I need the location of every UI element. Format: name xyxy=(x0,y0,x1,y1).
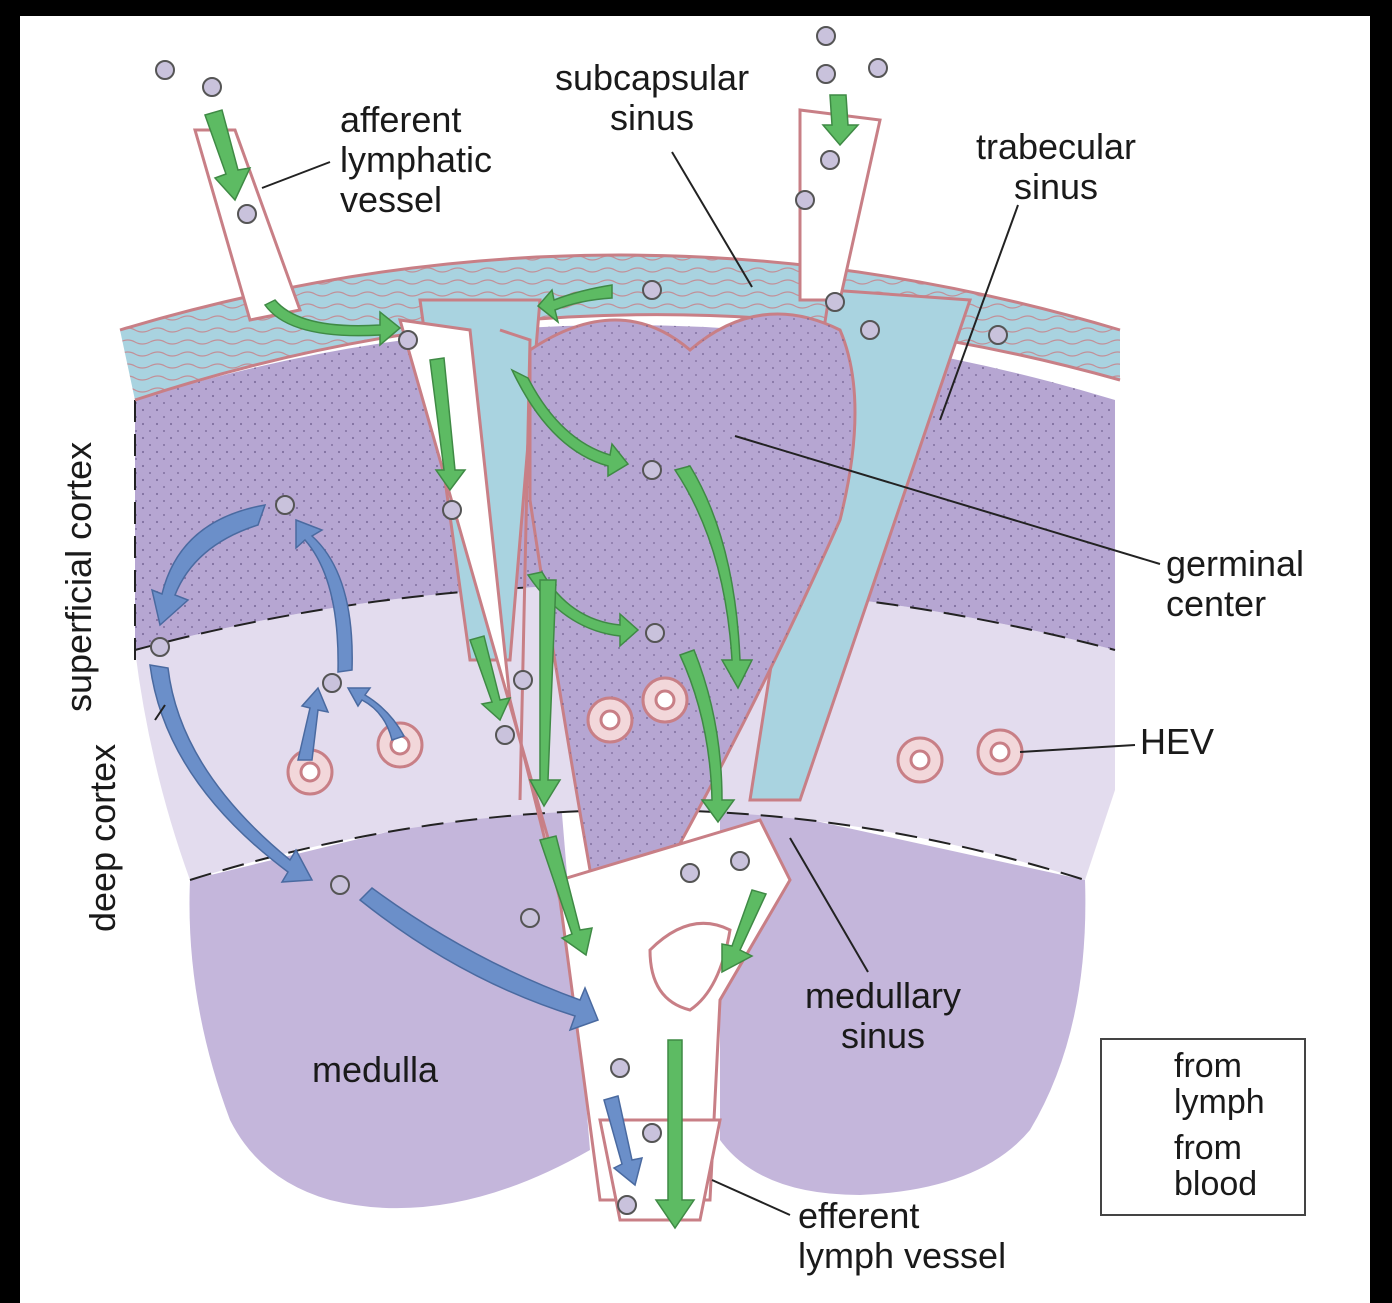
label-medullary-line2: sinus xyxy=(770,1016,996,1056)
legend-lymph-line2: lymph xyxy=(1174,1084,1265,1120)
label-afferent-lymphatic-vessel: afferent lymphatic vessel xyxy=(340,100,492,220)
label-germinal-line2: center xyxy=(1166,584,1304,624)
afferent-vessel-left xyxy=(195,130,300,320)
legend-lymph-line1: from xyxy=(1174,1048,1265,1084)
label-efferent-lymph-vessel: efferent lymph vessel xyxy=(798,1196,1006,1276)
label-medullary-line1: medullary xyxy=(770,976,996,1016)
label-deep-cortex: deep cortex xyxy=(82,744,124,932)
label-subcapsular-line1: subcapsular xyxy=(512,58,792,98)
legend: from lymph from blood xyxy=(1100,1038,1306,1216)
label-afferent-line3: vessel xyxy=(340,180,492,220)
legend-blood-line1: from xyxy=(1174,1130,1257,1166)
label-medullary-sinus: medullary sinus xyxy=(770,976,996,1056)
label-medulla: medulla xyxy=(312,1050,438,1090)
label-germinal-center: germinal center xyxy=(1166,544,1304,624)
label-afferent-line2: lymphatic xyxy=(340,140,492,180)
label-trabecular-line2: sinus xyxy=(940,167,1172,207)
label-hev: HEV xyxy=(1140,722,1214,762)
legend-blood-line2: blood xyxy=(1174,1166,1257,1202)
label-subcapsular-sinus: subcapsular sinus xyxy=(512,58,792,138)
label-afferent-line1: afferent xyxy=(340,100,492,140)
legend-item-lymph: from lymph xyxy=(1174,1048,1265,1120)
legend-item-blood: from blood xyxy=(1174,1130,1257,1202)
label-efferent-line1: efferent xyxy=(798,1196,1006,1236)
label-trabecular-line1: trabecular xyxy=(940,127,1172,167)
label-subcapsular-line2: sinus xyxy=(512,98,792,138)
label-superficial-cortex: superficial cortex xyxy=(58,442,100,712)
label-trabecular-sinus: trabecular sinus xyxy=(940,127,1172,207)
label-germinal-line1: germinal xyxy=(1166,544,1304,584)
label-efferent-line2: lymph vessel xyxy=(798,1236,1006,1276)
